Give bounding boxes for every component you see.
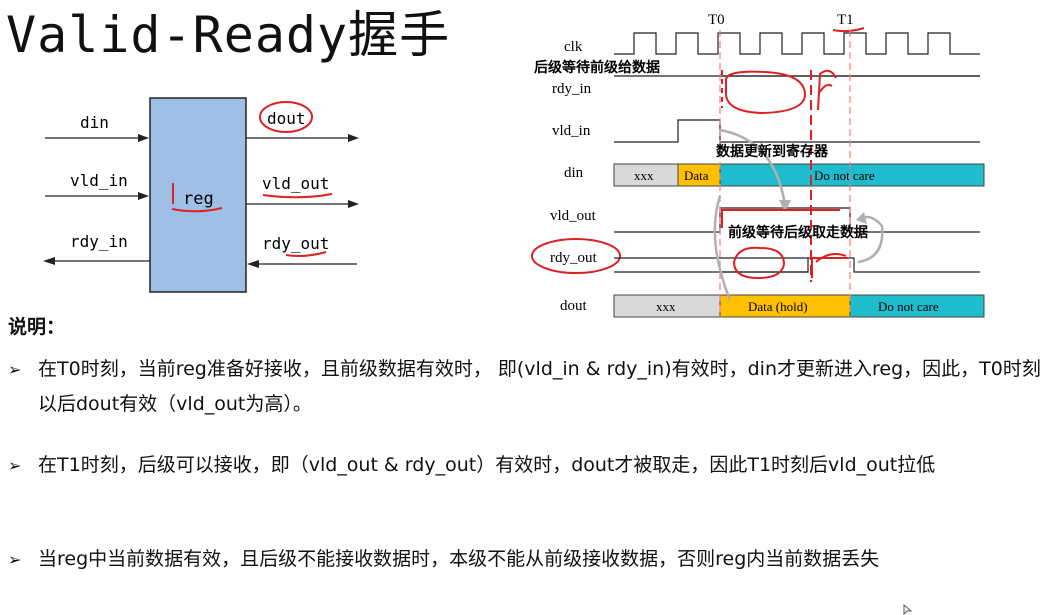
signal-rdy-out-label: rdy_out bbox=[550, 250, 597, 266]
notes-heading: 说明： bbox=[8, 316, 66, 338]
annotation-wait-downstream: 前级等待后级取走数据 bbox=[728, 224, 868, 241]
signal-vld-out-label: vld_out bbox=[550, 208, 597, 224]
slide-title: Valid-Ready握手 bbox=[6, 6, 451, 64]
signal-clk-label: clk bbox=[564, 39, 583, 55]
port-rdy-in-label: rdy_in bbox=[70, 232, 128, 251]
reg-label: reg bbox=[183, 189, 214, 209]
mouse-cursor-icon bbox=[903, 604, 913, 615]
timing-diagram: T0 T1 clk rdy_in vld_in din vld_out rdy_… bbox=[531, 12, 985, 318]
dout-seg-xxx-label: xxx bbox=[656, 299, 676, 314]
rdy-in-arrowhead bbox=[43, 257, 55, 265]
din-seg-xxx-label: xxx bbox=[634, 168, 654, 183]
rdy-out-label-annotation bbox=[531, 238, 621, 274]
bullet-arrow-icon: ➢ bbox=[8, 360, 22, 379]
bullet-arrow-icon: ➢ bbox=[8, 550, 22, 569]
note-item: ➢ 在T1时刻，后级可以接收，即（vld_out & rdy_out）有效时，d… bbox=[8, 448, 1048, 483]
vld-out-arrowhead bbox=[348, 200, 359, 208]
dout-arrowhead bbox=[348, 134, 359, 142]
signal-vld-in-label: vld_in bbox=[552, 123, 591, 139]
dout-seg-dont-care-label: Do not care bbox=[878, 299, 939, 314]
t1-annotation-mark bbox=[832, 27, 865, 33]
port-vld-out-label: vld_out bbox=[262, 174, 329, 193]
port-vld-in-label: vld_in bbox=[70, 171, 128, 190]
din-seg-data-label: Data bbox=[684, 168, 709, 183]
hold-arrow bbox=[713, 195, 732, 301]
vld-out-annotation-bracket bbox=[721, 209, 840, 228]
rdy-in-annotation-loop bbox=[725, 70, 807, 115]
port-rdy-out-label: rdy_out bbox=[262, 234, 329, 253]
update-arrow bbox=[719, 128, 787, 206]
port-din-label: din bbox=[80, 113, 109, 132]
marker-t1: T1 bbox=[837, 12, 854, 28]
rdy-out-t1-annotation bbox=[811, 253, 848, 278]
dout-annotation-circle bbox=[259, 101, 313, 133]
annotation-update-reg: 数据更新到寄存器 bbox=[716, 143, 829, 160]
reg-block bbox=[149, 97, 247, 293]
note-text: 在T0时刻，当前reg准备好接收，且前级数据有效时， 即(vld_in & rd… bbox=[38, 358, 1041, 415]
signal-rdy-in-label: rdy_in bbox=[552, 81, 592, 97]
update-arrowhead bbox=[779, 200, 791, 212]
vld-out-annotation-mark bbox=[262, 193, 333, 199]
wait-arrow bbox=[857, 215, 884, 264]
dout-seg-data-label: Data (hold) bbox=[748, 299, 808, 314]
reg-annotation-mark bbox=[171, 183, 223, 213]
rdy-out-annotation-loop bbox=[732, 246, 786, 280]
note-text: 当reg中当前数据有效，且后级不能接收数据时，本级不能从前级接收数据，否则reg… bbox=[38, 548, 880, 570]
signal-dout-label: dout bbox=[560, 298, 588, 314]
rdy-out-arrowhead bbox=[247, 260, 259, 268]
annotation-wait-upstream: 后级等待前级给数据 bbox=[534, 59, 660, 76]
port-dout-label: dout bbox=[267, 109, 306, 128]
note-item: ➢ 当reg中当前数据有效，且后级不能接收数据时，本级不能从前级接收数据，否则r… bbox=[8, 542, 1048, 577]
rdy-out-waveform bbox=[614, 257, 980, 273]
clk-waveform bbox=[614, 32, 980, 55]
signal-din-label: din bbox=[564, 165, 584, 181]
wait-arrowhead bbox=[856, 212, 867, 224]
din-arrowhead bbox=[138, 134, 149, 142]
din-seg-dont-care-label: Do not care bbox=[814, 168, 875, 183]
marker-t0: T0 bbox=[708, 12, 725, 28]
block-diagram: reg din vld_in rdy_in dout vld_out rdy_o… bbox=[43, 97, 359, 293]
rdy-out-annotation-mark bbox=[285, 251, 327, 257]
note-text: 在T1时刻，后级可以接收，即（vld_out & rdy_out）有效时，dou… bbox=[38, 454, 936, 476]
vld-in-arrowhead bbox=[138, 192, 149, 200]
vld-in-waveform bbox=[614, 119, 980, 143]
bullet-arrow-icon: ➢ bbox=[8, 456, 22, 475]
rdy-in-t1-annotation bbox=[817, 69, 837, 111]
note-item: ➢ 在T0时刻，当前reg准备好接收，且前级数据有效时， 即(vld_in & … bbox=[8, 352, 1048, 422]
